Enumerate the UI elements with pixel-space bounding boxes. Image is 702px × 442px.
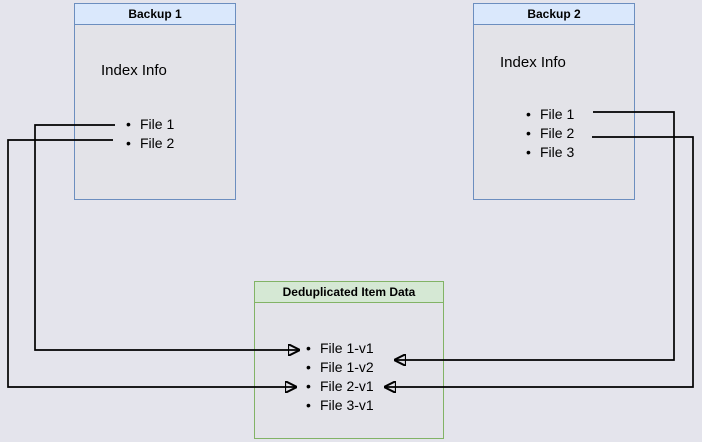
- bullet-icon: [306, 396, 311, 415]
- list-item-label: File 2: [140, 135, 175, 151]
- list-item-label: File 2: [540, 125, 575, 141]
- list-item-label: File 3: [540, 144, 575, 160]
- backup1-index-info-label: Index Info: [101, 62, 167, 79]
- backup2-title: Backup 2: [474, 4, 634, 25]
- list-item-label: File 2-v1: [320, 378, 374, 394]
- list-item-backup2-file1: File 1: [525, 105, 574, 124]
- backup1-file-list: File 1 File 2: [125, 115, 174, 153]
- backup1-title: Backup 1: [75, 4, 235, 25]
- bullet-icon: [306, 339, 311, 358]
- list-item-file1-v1: File 1-v1: [305, 339, 374, 358]
- backup2-box: Backup 2 Index Info File 1 File 2 File 3: [473, 3, 635, 200]
- list-item-label: File 3-v1: [320, 397, 374, 413]
- bullet-icon: [126, 115, 131, 134]
- list-item-file3-v1: File 3-v1: [305, 396, 374, 415]
- backup1-box: Backup 1 Index Info File 1 File 2: [74, 3, 236, 200]
- dedup-file-list: File 1-v1 File 1-v2 File 2-v1 File 3-v1: [305, 339, 374, 415]
- deduplicated-item-data-box: Deduplicated Item Data File 1-v1 File 1-…: [254, 281, 444, 439]
- backup2-index-info-label: Index Info: [500, 54, 566, 71]
- bullet-icon: [126, 134, 131, 153]
- bullet-icon: [306, 377, 311, 396]
- list-item-backup2-file3: File 3: [525, 143, 574, 162]
- bullet-icon: [526, 124, 531, 143]
- list-item-label: File 1: [540, 106, 575, 122]
- list-item-label: File 1-v2: [320, 359, 374, 375]
- bullet-icon: [306, 358, 311, 377]
- list-item-label: File 1-v1: [320, 340, 374, 356]
- list-item-file1-v2: File 1-v2: [305, 358, 374, 377]
- bullet-icon: [526, 143, 531, 162]
- dedup-title: Deduplicated Item Data: [255, 282, 443, 303]
- list-item-backup2-file2: File 2: [525, 124, 574, 143]
- list-item-label: File 1: [140, 116, 175, 132]
- list-item-backup1-file2: File 2: [125, 134, 174, 153]
- backup2-file-list: File 1 File 2 File 3: [525, 105, 574, 162]
- list-item-backup1-file1: File 1: [125, 115, 174, 134]
- bullet-icon: [526, 105, 531, 124]
- list-item-file2-v1: File 2-v1: [305, 377, 374, 396]
